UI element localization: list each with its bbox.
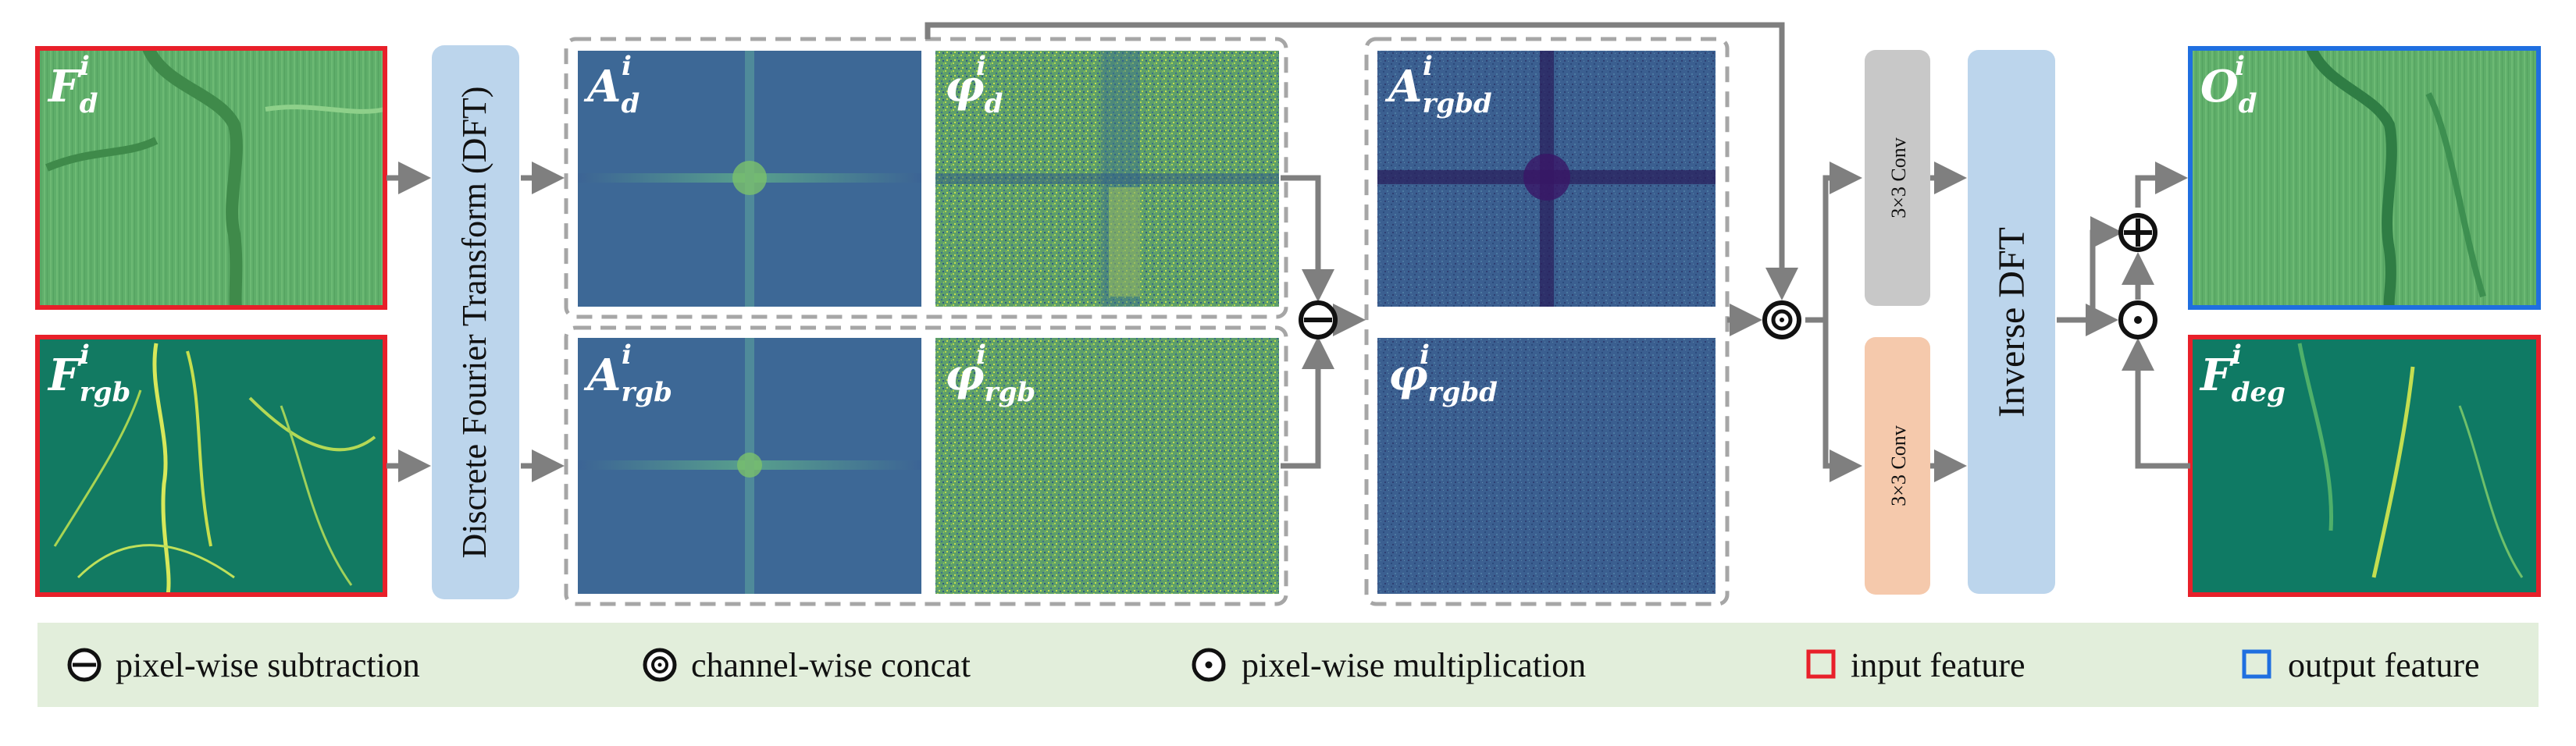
legend-output-swatch (2242, 649, 2271, 679)
arrow (1805, 162, 1862, 323)
idft-label: Inverse DFT (1991, 227, 2033, 417)
label-a-rgbd: Argbdi (1384, 51, 1492, 119)
legend-input-swatch (1806, 649, 1836, 679)
label-phi-rgbd: φrgbdi (1388, 339, 1498, 408)
feature-map-f-rgb (35, 335, 387, 597)
label-f-deg: Fdegi (2199, 339, 2286, 408)
spectrum-a-rgb (578, 338, 921, 594)
concat-operator (1762, 300, 1801, 339)
subtraction-operator (1299, 300, 1338, 339)
label-f-rgb: Frgbi (47, 339, 130, 408)
legend-input-label: input feature (1851, 646, 2026, 684)
dft-label: Discrete Fourier Transform (DFT) (455, 87, 493, 559)
legend-multiplication-icon (1192, 648, 1226, 682)
spectrum-a-rgbd (1377, 51, 1716, 307)
conv-block-top (1865, 50, 1930, 306)
multiplication-operator (2118, 300, 2157, 339)
legend-background (37, 623, 2539, 707)
dft-block (432, 45, 519, 599)
conv-top-label: 3×3 Conv (1887, 137, 1910, 218)
output-feature-border (2188, 46, 2541, 310)
label-f-d: Fdi (47, 51, 98, 119)
label-a-rgb: Argbi (583, 339, 672, 408)
legend-subtraction-label: pixel-wise subtraction (116, 646, 420, 684)
legend-output-label: output feature (2288, 646, 2480, 684)
arrows (387, 22, 2190, 482)
spectrum-phi-rgbd (1377, 338, 1716, 594)
feature-map-f-d (35, 45, 387, 310)
legend-concat-icon (643, 648, 677, 682)
conv-block-bottom (1865, 337, 1930, 595)
spectrum-phi-d (935, 51, 1279, 307)
idft-block (1968, 50, 2055, 594)
legend: pixel-wise subtraction channel-wise conc… (37, 623, 2539, 707)
label-o-d: Odi (2200, 51, 2257, 119)
spectrum-a-d (578, 51, 921, 307)
arrow (1281, 336, 1334, 469)
arrow (1281, 175, 1334, 302)
arrow (925, 22, 1798, 300)
arrow (1822, 320, 1862, 482)
addition-operator (2118, 213, 2157, 252)
legend-subtraction-icon (67, 648, 102, 682)
label-phi-d: φdi (945, 51, 1003, 119)
label-a-d: Adi (583, 51, 640, 119)
label-phi-rgb: φrgbi (945, 339, 1035, 408)
arrow (2135, 162, 2188, 208)
input-feature-border (35, 46, 387, 310)
arrow (2122, 338, 2190, 469)
dashed-group-rgb (564, 325, 1288, 606)
arrow (2057, 216, 2123, 323)
input-feature-border (35, 335, 387, 597)
feature-map-f-deg (2188, 335, 2541, 597)
spectrum-phi-rgb (935, 338, 1279, 594)
feature-map-o-d (2188, 45, 2541, 310)
legend-concat-label: channel-wise concat (691, 646, 971, 684)
legend-multiplication-label: pixel-wise multiplication (1242, 646, 1586, 684)
conv-bottom-label: 3×3 Conv (1887, 425, 1910, 506)
